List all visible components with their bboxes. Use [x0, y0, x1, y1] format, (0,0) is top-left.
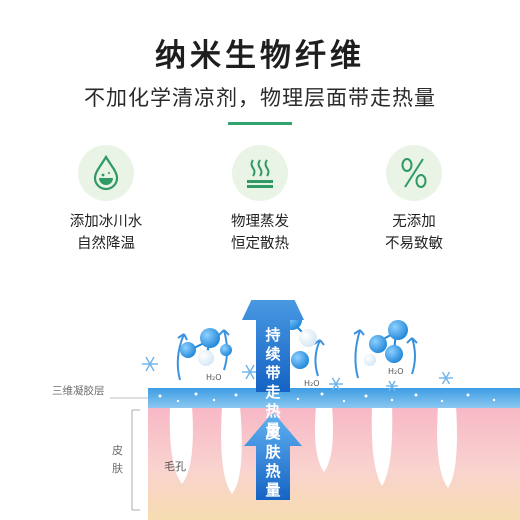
percent-icon	[401, 158, 427, 188]
skin-heat-arrow	[244, 412, 302, 500]
skin-pores	[169, 406, 457, 494]
gel-dots	[158, 392, 496, 403]
up-arrow-text: 持续带走热量	[265, 326, 281, 439]
skin-arrow-text: 皮肤热量	[265, 424, 281, 499]
heat-up-arrow	[242, 300, 304, 392]
feature-line1: 物理蒸发	[231, 214, 289, 230]
feature-icon-bg	[386, 145, 442, 201]
skin-layer	[148, 406, 520, 520]
feature-icon-bg	[232, 145, 288, 201]
feature-line1: 添加冰川水	[69, 214, 143, 230]
h2o-label: H₂O	[388, 367, 404, 376]
skin-label-1: 皮	[112, 444, 123, 457]
cooling-diagram: H₂O H₂O H₂O 三维凝胶层 皮 肤 毛孔	[52, 300, 520, 520]
gel-layer	[148, 388, 520, 408]
heat-flow-arrows	[176, 329, 418, 381]
snowflake-icons	[142, 356, 453, 392]
h2o-label: H₂O	[206, 373, 222, 382]
title-divider	[228, 122, 292, 125]
feature-line2: 不易致敏	[385, 236, 443, 252]
feature-icon-bg	[78, 145, 134, 201]
h2o-label: H₂O	[304, 379, 320, 388]
feature-no-additives: 无添加 不易致敏	[354, 145, 474, 255]
feature-line1: 无添加	[392, 214, 436, 230]
pore-label: 毛孔	[164, 460, 186, 473]
gel-layer-label: 三维凝胶层	[52, 384, 105, 397]
skin-label-2: 肤	[112, 461, 123, 475]
page-subtitle: 不加化学清凉剂，物理层面带走热量	[84, 86, 436, 110]
page-title: 纳米生物纤维	[155, 38, 365, 74]
feature-line2: 自然降温	[77, 236, 135, 252]
feature-line2: 恒定散热	[231, 236, 289, 252]
feature-evaporation: 物理蒸发 恒定散热	[200, 145, 320, 255]
water-molecule-cluster	[364, 320, 408, 366]
steam-icon	[247, 159, 273, 188]
water-molecule-cluster	[180, 328, 232, 366]
water-drop-icon	[93, 154, 119, 191]
feature-glacier-water: 添加冰川水 自然降温	[46, 145, 166, 255]
